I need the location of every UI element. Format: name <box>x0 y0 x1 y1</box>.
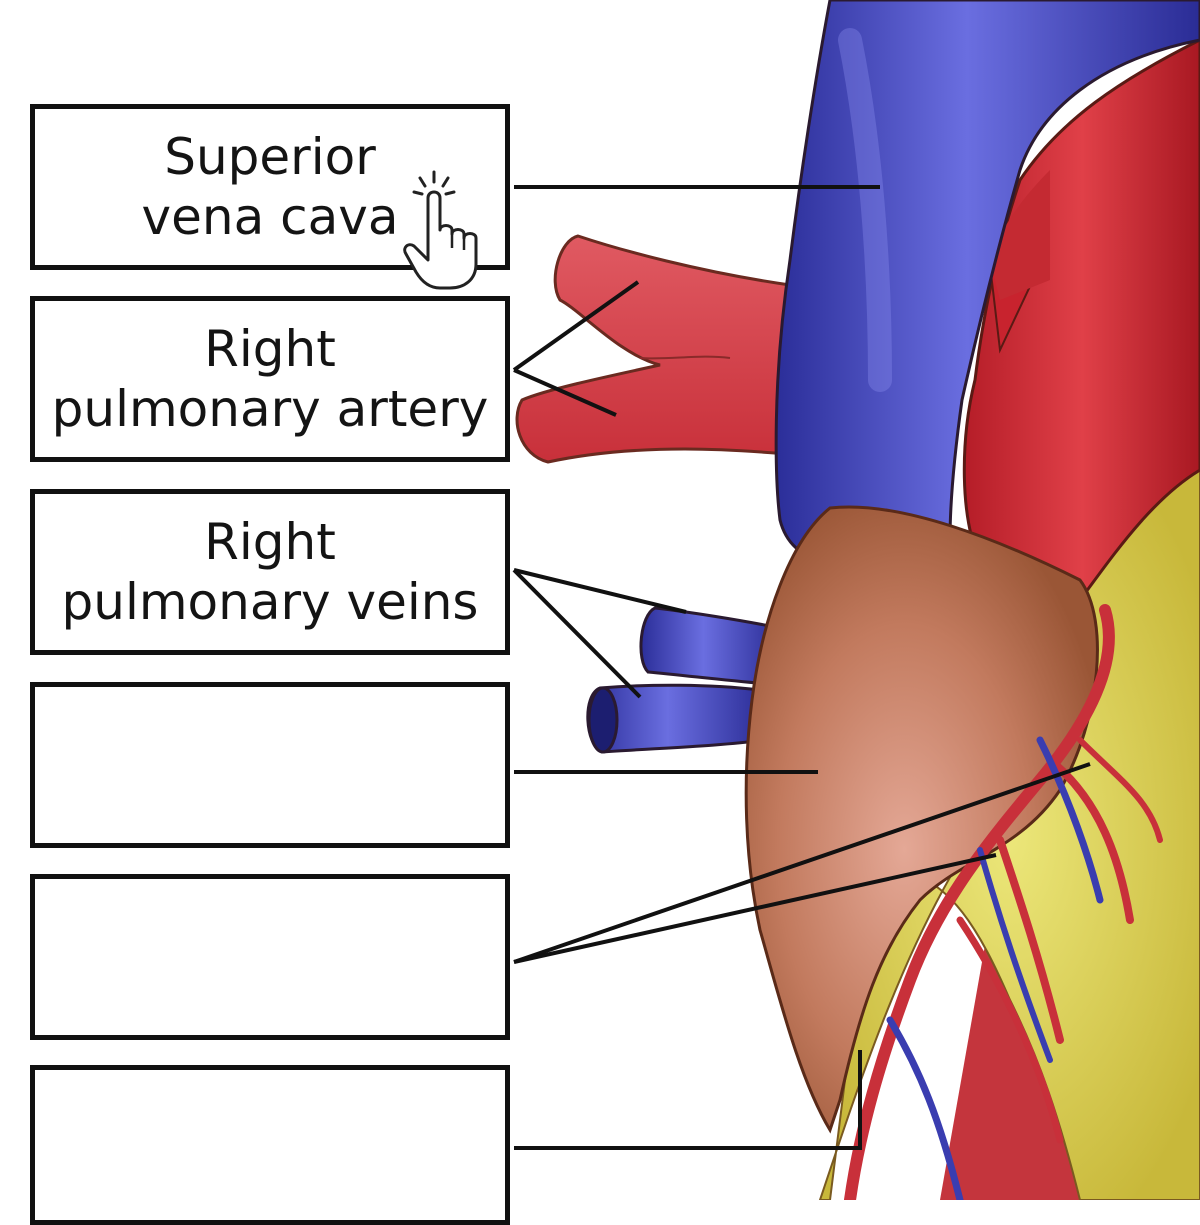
label-box-superior-vena-cava[interactable]: Superior vena cava <box>30 104 510 270</box>
label-box-empty[interactable] <box>30 874 510 1040</box>
hand-pointer-icon <box>403 170 478 290</box>
label-box-empty[interactable] <box>30 1065 510 1225</box>
label-line: pulmonary veins <box>61 573 479 631</box>
label-box-right-pulmonary-veins[interactable]: Right pulmonary veins <box>30 489 510 655</box>
label-line: Right <box>204 320 336 378</box>
label-line: Right <box>204 513 336 571</box>
label-line: vena cava <box>141 188 399 246</box>
leader-lines <box>512 185 1091 1150</box>
label-line: pulmonary artery <box>51 380 489 438</box>
label-line: Superior <box>164 128 376 186</box>
label-box-empty[interactable] <box>30 682 510 848</box>
upper-right-pulmonary-vein <box>639 606 782 687</box>
label-box-right-pulmonary-artery[interactable]: Right pulmonary artery <box>30 296 510 462</box>
right-atrium <box>744 505 1099 1134</box>
coronary-vessels <box>844 604 1163 1200</box>
heart-illustration <box>512 0 1200 1200</box>
aorta <box>962 38 1200 602</box>
right-pulmonary-artery <box>515 234 802 464</box>
